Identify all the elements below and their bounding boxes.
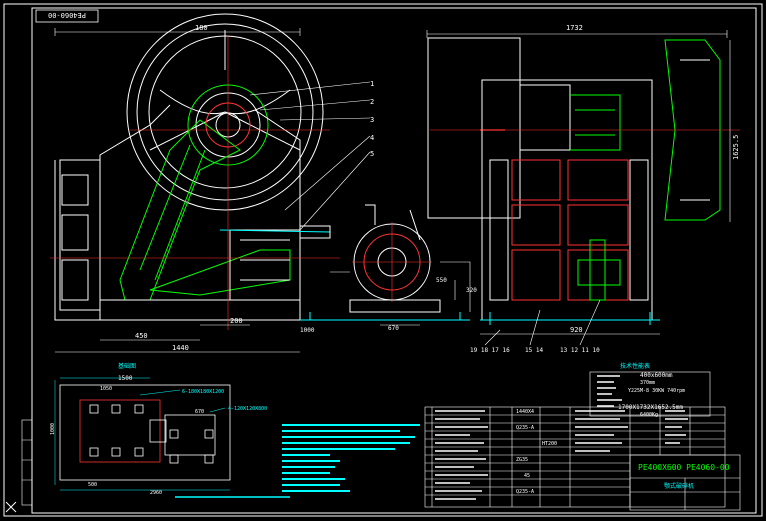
svg-text:320: 320	[466, 287, 477, 294]
foundation-plan: 基础图	[54, 362, 231, 491]
revision-strip	[21, 419, 33, 506]
svg-text:1000: 1000	[300, 327, 315, 334]
inner-border	[31, 7, 757, 514]
svg-text:2960: 2960	[150, 490, 162, 496]
end-view	[300, 129, 505, 326]
svg-text:Q235-A: Q235-A	[516, 425, 534, 431]
svg-text:6-180X180X1200: 6-180X180X1200	[182, 389, 224, 395]
svg-text:1700X1732X1652.5mm: 1700X1732X1652.5mm	[618, 404, 683, 411]
technical-notes	[175, 424, 420, 498]
bom-cells	[435, 410, 688, 500]
svg-text:Y225M-8 30KW 740rpm: Y225M-8 30KW 740rpm	[628, 388, 685, 394]
side-view	[426, 30, 740, 346]
svg-text:670: 670	[195, 409, 204, 415]
svg-text:670: 670	[388, 325, 399, 332]
svg-text:基础图: 基础图	[118, 362, 136, 370]
foundation-dims: 1500 1050 670 500 2960 1000 6-180X180X12…	[50, 375, 267, 496]
svg-text:2: 2	[370, 98, 374, 106]
svg-text:920: 920	[570, 326, 583, 334]
svg-text:4-120X120X800: 4-120X120X800	[228, 406, 267, 412]
bom-materials: 1440X4 Q235-A HT200 ZG35 45 Q235-A	[516, 409, 557, 495]
svg-text:1440X4: 1440X4	[516, 409, 534, 415]
close-icon[interactable]	[5, 501, 17, 513]
outer-border	[3, 3, 763, 517]
bom-table	[424, 406, 726, 508]
svg-text:HT200: HT200	[542, 441, 557, 447]
svg-text:13 12 11 10: 13 12 11 10	[560, 347, 600, 354]
svg-text:19 18 17 16: 19 18 17 16	[470, 347, 510, 354]
svg-text:550: 550	[436, 277, 447, 284]
svg-text:1: 1	[370, 80, 374, 88]
svg-text:450: 450	[135, 332, 148, 340]
svg-text:4: 4	[370, 134, 374, 142]
svg-text:1732: 1732	[566, 24, 583, 32]
tech-performance-table: 技术性能表 400x600mm 370mm Y225M-8 30KW 740rp…	[589, 362, 711, 418]
motor	[427, 37, 521, 219]
svg-text:ZG35: ZG35	[516, 457, 528, 463]
side-view-labels: 1732 1625.5 920 19 18 17 16 15 14 13 12 …	[470, 24, 740, 354]
front-view: 180 450 200 1440	[50, 13, 371, 353]
drawing-number-stamp: PE4060-00	[35, 9, 99, 23]
svg-text:3: 3	[370, 116, 374, 124]
svg-text:1000: 1000	[50, 423, 56, 435]
svg-text:180: 180	[195, 24, 208, 32]
svg-text:PE400X600 PE4060-00: PE400X600 PE4060-00	[638, 463, 730, 472]
svg-text:200: 200	[230, 317, 243, 325]
svg-text:1625.5: 1625.5	[732, 135, 740, 160]
title-block: PE400X600 PE4060-00 颚式破碎机	[629, 454, 741, 511]
svg-text:颚式破碎机: 颚式破碎机	[664, 482, 694, 490]
svg-text:PE4060-00: PE4060-00	[48, 11, 86, 19]
svg-text:1440: 1440	[172, 344, 189, 352]
svg-text:Q235-A: Q235-A	[516, 489, 534, 495]
svg-text:400x600mm: 400x600mm	[640, 372, 673, 379]
svg-text:500: 500	[88, 482, 97, 488]
svg-text:370mm: 370mm	[640, 380, 655, 386]
flywheel-outer	[126, 13, 324, 211]
svg-text:1500: 1500	[118, 375, 133, 382]
end-view-dims: 1000 670 320 550	[300, 277, 477, 334]
leader-numbers: 1 2 3 4 5	[370, 80, 374, 158]
svg-text:技术性能表: 技术性能表	[620, 362, 650, 370]
svg-text:15 14: 15 14	[525, 347, 543, 354]
svg-text:45: 45	[524, 473, 530, 479]
svg-text:5: 5	[370, 150, 374, 158]
svg-text:1050: 1050	[100, 386, 112, 392]
